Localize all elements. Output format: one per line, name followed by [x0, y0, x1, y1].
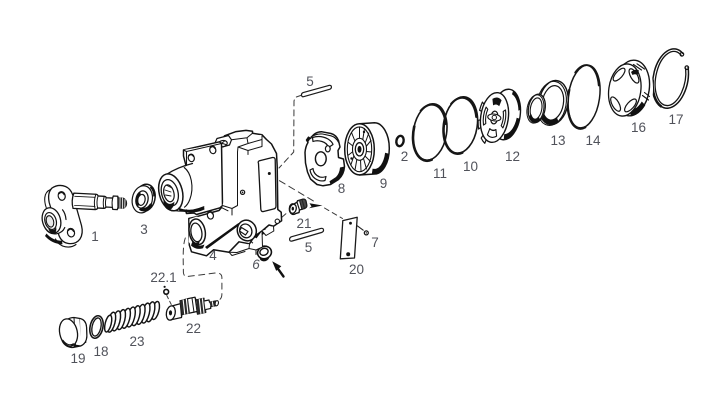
svg-text:2: 2: [401, 149, 409, 164]
svg-text:22: 22: [186, 321, 201, 336]
svg-text:14: 14: [585, 133, 601, 148]
svg-text:9: 9: [380, 176, 388, 191]
svg-text:5: 5: [306, 74, 314, 89]
svg-text:21: 21: [296, 216, 311, 231]
svg-text:16: 16: [631, 120, 646, 135]
svg-text:4: 4: [209, 248, 217, 263]
svg-text:22.1: 22.1: [150, 270, 176, 285]
svg-text:19: 19: [70, 351, 85, 366]
svg-text:20: 20: [349, 262, 364, 277]
svg-text:17: 17: [668, 112, 683, 127]
svg-text:11: 11: [433, 166, 447, 181]
svg-text:5: 5: [305, 240, 313, 255]
svg-text:10: 10: [463, 159, 478, 174]
svg-text:13: 13: [550, 133, 565, 148]
svg-text:6: 6: [252, 257, 260, 272]
svg-text:8: 8: [338, 181, 346, 196]
svg-text:7: 7: [371, 235, 379, 250]
svg-text:12: 12: [505, 149, 520, 164]
svg-text:3: 3: [140, 222, 148, 237]
svg-text:18: 18: [93, 344, 108, 359]
svg-text:1: 1: [91, 229, 99, 244]
svg-text:23: 23: [129, 334, 144, 349]
